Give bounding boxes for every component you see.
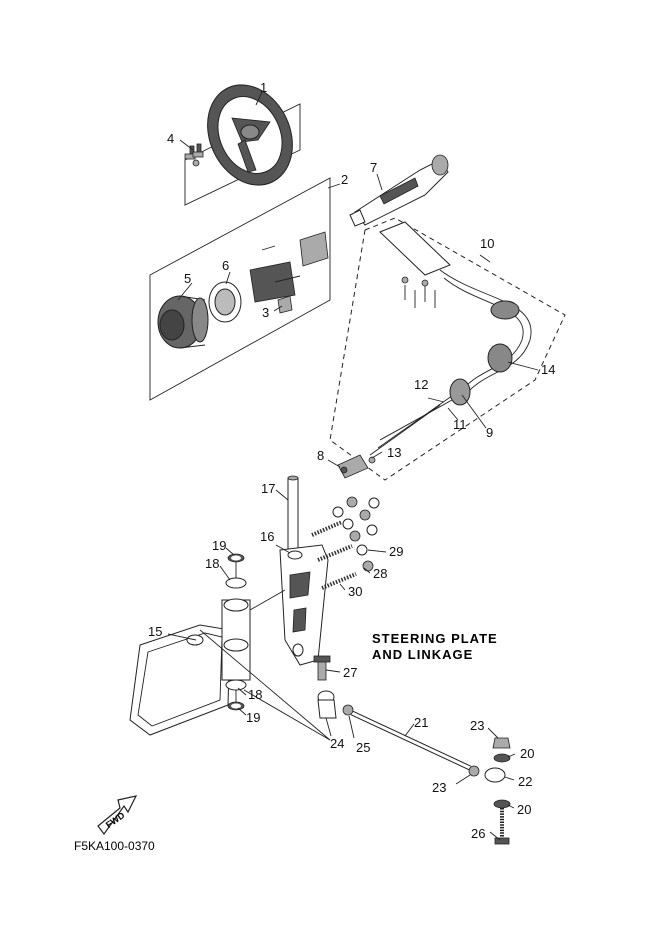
steering-cable [369, 221, 532, 456]
callout-7: 7 [370, 160, 377, 175]
rudder-plate [129, 553, 251, 736]
callout-18b: 18 [248, 687, 262, 702]
tie-rod [313, 655, 511, 845]
helm-assembly-box [149, 177, 331, 401]
callout-28: 28 [373, 566, 387, 581]
diagram-code: F5KA100-0370 [74, 839, 155, 853]
callout-30: 30 [348, 584, 362, 599]
nuts-washers [332, 496, 380, 572]
callout-8: 8 [317, 448, 324, 463]
callout-19b: 19 [246, 710, 260, 725]
callout-2: 2 [341, 172, 348, 187]
fwd-label: FWD [104, 810, 127, 830]
callout-6: 6 [222, 258, 229, 273]
callout-18a: 18 [205, 556, 219, 571]
callout-12: 12 [414, 377, 428, 392]
callout-29: 29 [389, 544, 403, 559]
callout-3: 3 [262, 305, 269, 320]
callout-14: 14 [541, 362, 555, 377]
cable-clevis [337, 454, 376, 479]
callout-11: 11 [453, 417, 467, 432]
callout-27: 27 [343, 665, 357, 680]
callout-15: 15 [148, 624, 162, 639]
callout-17: 17 [261, 481, 275, 496]
callout-24: 24 [330, 736, 344, 751]
steering-plate-bracket [279, 475, 329, 666]
callout-21: 21 [414, 715, 428, 730]
callout-13: 13 [387, 445, 401, 460]
diagram-title-line-1: STEERING PLATE [372, 631, 498, 646]
fwd-arrow-icon: FWD [97, 795, 138, 836]
callout-4: 4 [167, 131, 174, 146]
bolts-springs [311, 520, 357, 590]
callout-labels: 1 4 2 7 6 5 3 10 14 12 11 9 8 13 17 16 1… [148, 80, 555, 841]
callout-9: 9 [486, 425, 493, 440]
callout-25: 25 [356, 740, 370, 755]
diagram-title-line-2: AND LINKAGE [372, 647, 473, 662]
cable-assembly-box [329, 217, 566, 481]
callout-20b: 20 [517, 802, 531, 817]
callout-5: 5 [184, 271, 191, 286]
callout-19a: 19 [212, 538, 226, 553]
callout-23b: 23 [432, 780, 446, 795]
callout-16: 16 [260, 529, 274, 544]
callout-1: 1 [260, 80, 267, 95]
callout-23a: 23 [470, 718, 484, 733]
callout-10: 10 [480, 236, 494, 251]
callout-20a: 20 [520, 746, 534, 761]
steering-wheel [184, 84, 301, 206]
cable-end-housing [349, 154, 449, 227]
leader-lines [167, 91, 539, 841]
wheel-screws [184, 143, 204, 167]
callout-26: 26 [471, 826, 485, 841]
callout-22: 22 [518, 774, 532, 789]
